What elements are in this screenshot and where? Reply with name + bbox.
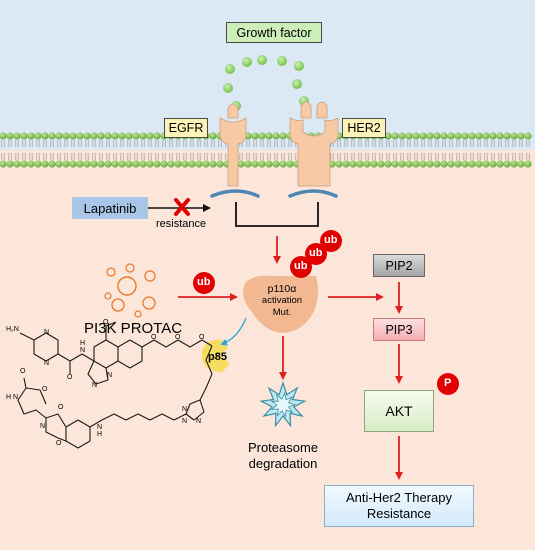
her2-receptor	[289, 101, 339, 187]
ub-label-protac: ub	[197, 276, 211, 288]
atom-o-2: O	[103, 319, 109, 326]
atom-o-5: O	[199, 334, 205, 341]
atom-n-11: N	[13, 394, 19, 401]
p85-subunit	[202, 339, 230, 372]
proteasome-label: Proteasome degradation	[246, 440, 320, 472]
atom-h-3: H	[6, 394, 12, 401]
proteasome-burst-icon	[259, 381, 307, 428]
ub-circle-3	[320, 230, 342, 252]
proteasome-text: Proteasome	[247, 440, 319, 455]
ub-label-1: ub	[294, 260, 308, 272]
atom-o-1: O	[67, 374, 73, 381]
p110a-mut-text: Mut.	[272, 307, 292, 318]
outcome-box: Anti-Her2 Therapy Resistance	[324, 485, 474, 527]
blocked-cross-icon	[174, 198, 190, 216]
atom-n-10: N	[40, 423, 46, 430]
atom-n-7: N	[182, 418, 188, 425]
her2-label: HER2	[342, 118, 386, 138]
atom-n-8: N	[182, 406, 188, 413]
ub-label-3: ub	[324, 234, 338, 246]
atom-h-2: H	[97, 431, 103, 438]
atom-n-1: N	[44, 329, 50, 336]
atom-n-4: N	[92, 382, 98, 389]
p110a-activation-text: activation	[261, 295, 303, 306]
ub-label-2: ub	[309, 247, 323, 259]
atom-o-9: O	[20, 368, 26, 375]
akt-box: AKT	[364, 390, 434, 432]
her2-adapter	[288, 189, 338, 198]
atom-n-6: N	[196, 418, 202, 425]
ub-circle-1	[290, 256, 312, 278]
binding-arrow	[220, 317, 247, 346]
p110a-text: p110α	[267, 283, 297, 295]
p110a-label: p110α activation Mut.	[258, 283, 306, 319]
protac-molecule	[17, 321, 213, 449]
ub-circle-2	[305, 243, 327, 265]
outcome-line2: Resistance	[366, 506, 432, 521]
atom-o-4: O	[175, 334, 181, 341]
atom-o-3: O	[151, 334, 157, 341]
atom-n-2: N	[44, 360, 50, 367]
atom-n-3: N	[80, 347, 86, 354]
growth-factor-text: Growth factor	[236, 25, 312, 40]
pip2-box: PIP2	[373, 254, 425, 277]
p85-label: p85	[208, 351, 227, 363]
p110a-subunit	[243, 275, 318, 333]
lapatinib-text: Lapatinib	[83, 200, 137, 216]
growth-factor-label: Growth factor	[226, 22, 322, 43]
protac-bubbles-icon	[104, 263, 156, 318]
growth-factor-dots	[223, 55, 309, 111]
pi3k-protac-label: PI3K PROTAC	[84, 320, 183, 337]
ub-circle-protac	[193, 272, 215, 294]
atom-o-6: O	[58, 404, 64, 411]
her2-text: HER2	[347, 121, 381, 135]
egfr-text: EGFR	[168, 121, 204, 135]
dimer-bracket	[235, 202, 319, 227]
pip3-box: PIP3	[373, 318, 425, 341]
outcome-line1: Anti-Her2 Therapy	[346, 490, 452, 505]
atom-h-1: H	[80, 340, 86, 347]
lapatinib-label: Lapatinib	[72, 197, 148, 219]
atom-o-7: O	[56, 440, 62, 447]
phospho-label: P	[444, 377, 452, 389]
egfr-receptor	[219, 103, 247, 187]
pip3-text: PIP3	[385, 322, 413, 337]
egfr-label: EGFR	[164, 118, 208, 138]
pip2-text: PIP2	[385, 258, 413, 273]
egfr-adapter	[210, 189, 260, 198]
atom-o-8: O	[42, 386, 48, 393]
atom-n-5: N	[107, 372, 113, 379]
resistance-label: resistance	[156, 218, 207, 230]
phospho-circle	[437, 373, 459, 395]
atom-h2n: H₂N	[6, 326, 19, 333]
degradation-text: degradation	[248, 456, 318, 471]
atom-n-9: N	[97, 424, 103, 431]
akt-text: AKT	[385, 403, 413, 419]
